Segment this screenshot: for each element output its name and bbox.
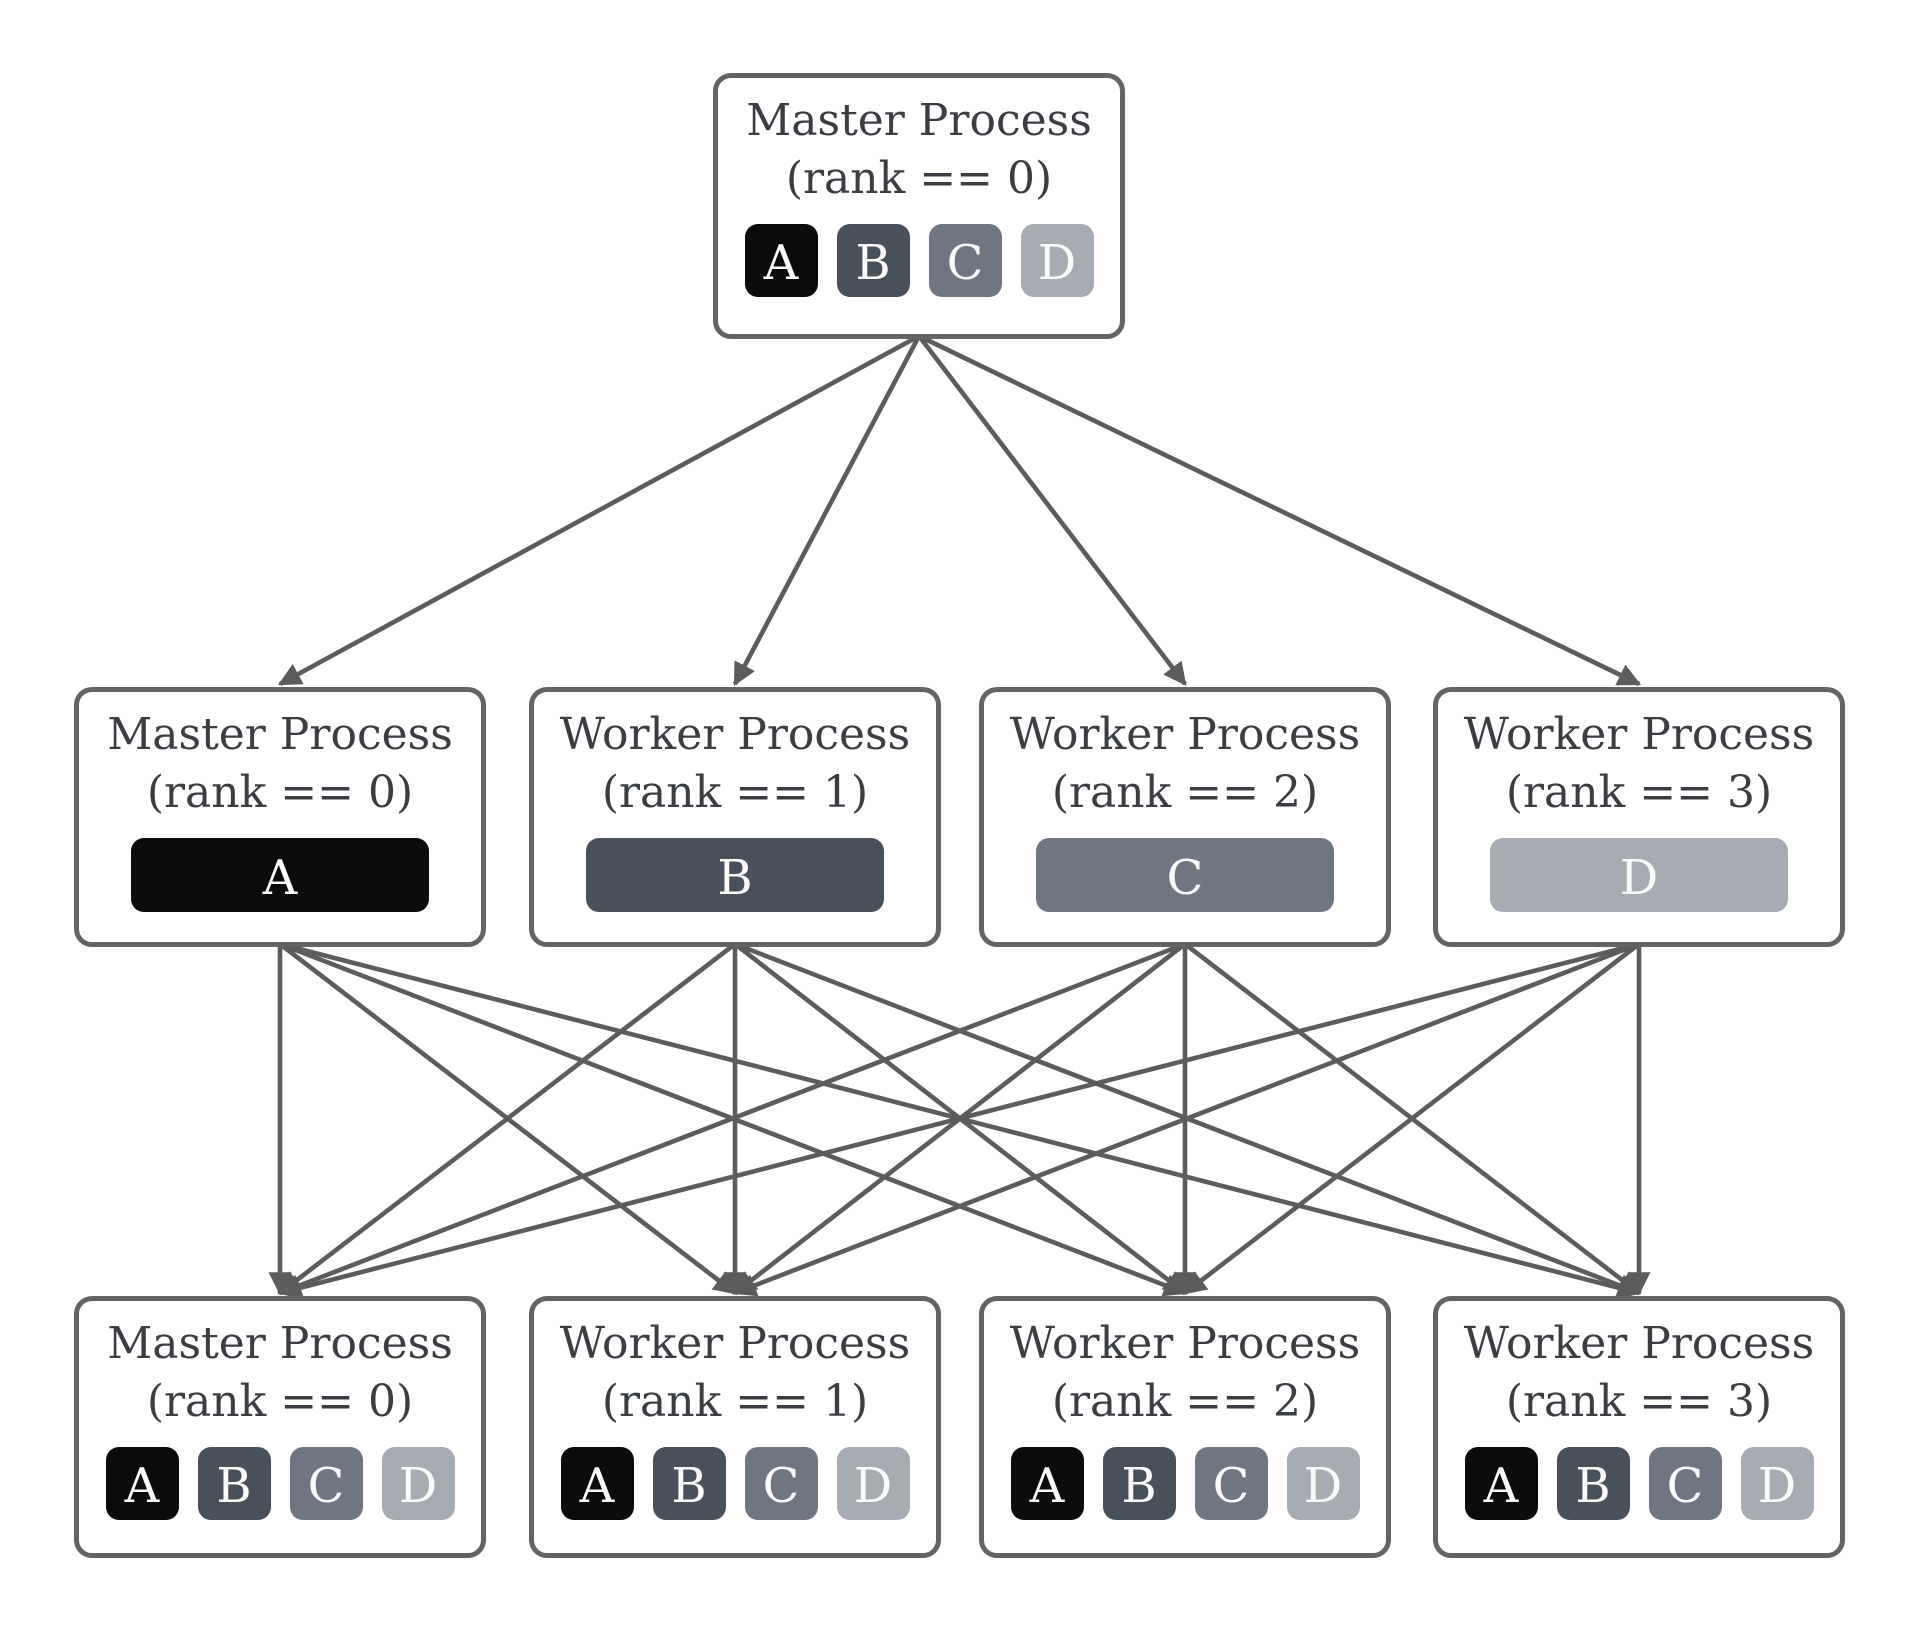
data-cells-row: A B C D (1464, 1447, 1814, 1520)
allgather-arrow-mid1-to-bot0 (278, 942, 737, 1295)
node-title: Worker Process (1009, 709, 1361, 760)
node-title: Master Process (107, 709, 453, 760)
node-title: Master Process (746, 95, 1092, 146)
node-rank-label: (rank == 0) (785, 153, 1053, 204)
node-rank-label: (rank == 0) (146, 767, 414, 818)
data-cells-row: A B C D (744, 224, 1094, 297)
scatter-arrow-root-to-mid2 (917, 334, 1187, 686)
data-cell-c: C (928, 224, 1002, 297)
data-cell-a: A (1464, 1447, 1538, 1520)
node-rank-label: (rank == 0) (146, 1376, 414, 1427)
node-title: Worker Process (1009, 1318, 1361, 1369)
data-cell-c: C (744, 1447, 818, 1520)
data-block-c: C (1036, 838, 1334, 912)
worker-process-node-scatter: Worker Process (rank == 1) B (529, 687, 941, 947)
master-process-node-scatter: Master Process (rank == 0) A (74, 687, 486, 947)
allgather-arrow-mid3-to-bot0 (277, 941, 1640, 1299)
worker-process-node-gathered: Worker Process (rank == 1) A B C D (529, 1296, 941, 1558)
node-title: Worker Process (1463, 709, 1815, 760)
data-cell-b: B (197, 1447, 271, 1520)
node-rank-label: (rank == 1) (601, 1376, 869, 1427)
node-title: Worker Process (559, 709, 911, 760)
node-rank-label: (rank == 1) (601, 767, 869, 818)
allgather-arrow-mid3-to-bot2 (1183, 942, 1641, 1295)
data-cells-row: A B C D (1010, 1447, 1360, 1520)
allgather-arrow-mid2-to-bot0 (277, 941, 1186, 1297)
allgather-arrow-mid3-to-bot1 (732, 941, 1640, 1297)
worker-process-node-gathered: Worker Process (rank == 3) A B C D (1433, 1296, 1845, 1558)
data-cell-a: A (560, 1447, 634, 1520)
data-cell-a: A (1010, 1447, 1084, 1520)
worker-process-node-scatter: Worker Process (rank == 3) D (1433, 687, 1845, 947)
scatter-arrow-root-to-mid0 (277, 333, 921, 687)
node-rank-label: (rank == 2) (1051, 1376, 1319, 1427)
node-rank-label: (rank == 2) (1051, 767, 1319, 818)
data-cell-b: B (1556, 1447, 1630, 1520)
data-cells-row: A B C D (105, 1447, 455, 1520)
data-cell-c: C (1648, 1447, 1722, 1520)
data-block-b: B (586, 838, 884, 912)
data-cell-c: C (289, 1447, 363, 1520)
master-process-node-root: Master Process (rank == 0) A B C D (713, 73, 1125, 339)
data-cell-a: A (105, 1447, 179, 1520)
data-cell-b: B (1102, 1447, 1176, 1520)
scatter-arrow-root-to-mid3 (917, 333, 1642, 687)
node-title: Worker Process (559, 1318, 911, 1369)
node-title: Master Process (107, 1318, 453, 1369)
worker-process-node-scatter: Worker Process (rank == 2) C (979, 687, 1391, 947)
data-block-d: D (1490, 838, 1788, 912)
data-cell-c: C (1194, 1447, 1268, 1520)
node-rank-label: (rank == 3) (1505, 767, 1773, 818)
data-cell-a: A (744, 224, 818, 297)
data-cell-d: D (836, 1447, 910, 1520)
node-title: Worker Process (1463, 1318, 1815, 1369)
master-process-node-gathered: Master Process (rank == 0) A B C D (74, 1296, 486, 1558)
data-cell-d: D (1020, 224, 1094, 297)
data-cell-d: D (381, 1447, 455, 1520)
data-cell-d: D (1286, 1447, 1360, 1520)
data-cell-d: D (1740, 1447, 1814, 1520)
data-cell-b: B (652, 1447, 726, 1520)
node-rank-label: (rank == 3) (1505, 1376, 1773, 1427)
scatter-arrow-root-to-mid1 (732, 334, 922, 687)
data-cells-row: A B C D (560, 1447, 910, 1520)
data-cell-b: B (836, 224, 910, 297)
data-block-a: A (131, 838, 429, 912)
worker-process-node-gathered: Worker Process (rank == 2) A B C D (979, 1296, 1391, 1558)
